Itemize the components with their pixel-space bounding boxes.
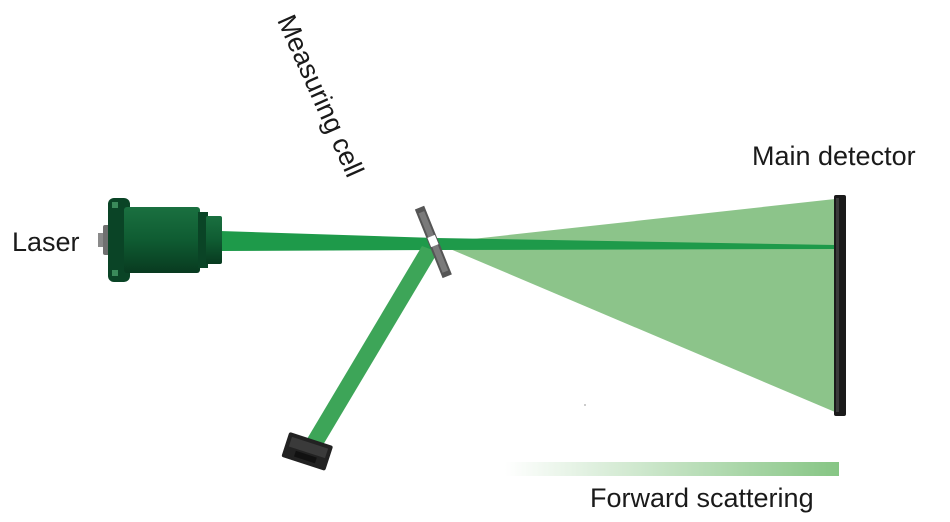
main-detector-label: Main detector [752,141,916,171]
laser-device [98,198,222,282]
reflected-beam [304,246,438,450]
forward-scattering-label: Forward scattering [590,483,814,513]
back-detector [281,432,333,471]
forward-scattering-gradient [505,462,839,476]
laser-beam [220,231,835,251]
dot-mark [584,404,586,406]
main-detector [834,195,846,416]
forward-scatter-cone [436,199,835,412]
measuring-cell [414,205,452,279]
laser-label: Laser [12,227,80,257]
